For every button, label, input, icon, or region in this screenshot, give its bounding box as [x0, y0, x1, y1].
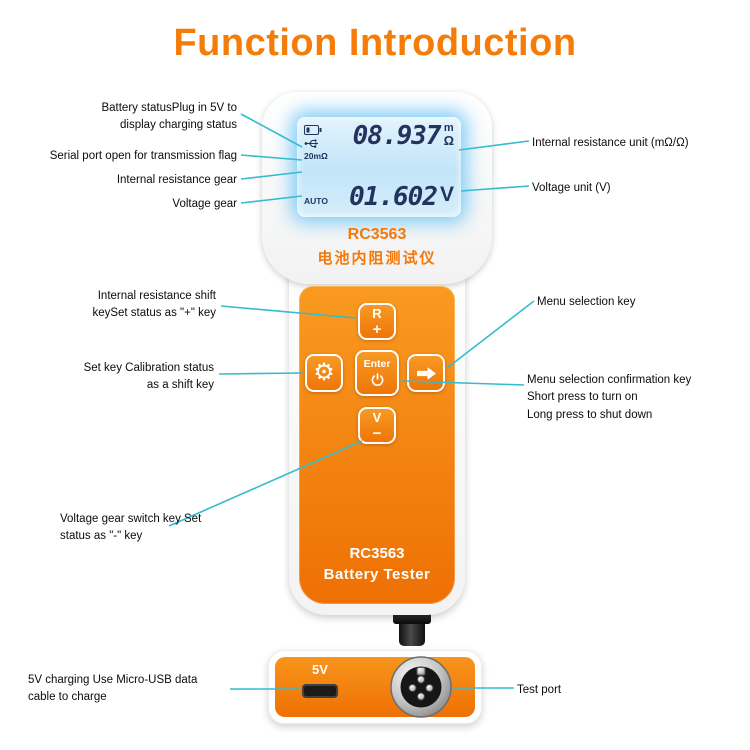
voltage-reading-row: 01.602 V — [336, 184, 454, 210]
callout-menu-confirmation-key: Menu selection confirmation key Short pr… — [527, 374, 692, 421]
page-title: Function Introduction — [173, 22, 577, 64]
auto-mode-label: AUTO — [304, 196, 328, 206]
brand-model: RC3563 — [349, 545, 405, 562]
enter-power-button: Enter — [355, 350, 399, 396]
set-gear-button: ⚙ — [305, 354, 343, 392]
voltage-value: 01.602 — [349, 182, 438, 212]
callout-voltage-unit: Voltage unit (V) — [532, 182, 611, 194]
power-icon — [371, 372, 383, 386]
gear-icon: ⚙ — [313, 359, 335, 386]
usb-icon — [304, 139, 318, 148]
callout-set-key: Set key Calibration status as a shift ke… — [83, 362, 214, 392]
r-plus-button: R + — [358, 303, 396, 340]
battery-icon — [304, 125, 322, 135]
callout-test-port: Test port — [517, 684, 562, 696]
resistance-value: 08.937 — [352, 121, 442, 151]
v-minus-button: V − — [358, 407, 396, 444]
menu-arrow-button — [407, 354, 445, 392]
resistance-reading-row: 08.937 m Ω — [336, 121, 454, 151]
callout-voltage-gear: Voltage gear — [172, 198, 237, 210]
device-name-chinese: 电池内阻测试仪 — [317, 250, 437, 267]
model-label: RC3563 — [347, 226, 407, 243]
right-arrow-icon — [416, 366, 436, 380]
callout-voltage-gear-switch-key: Voltage gear switch key Set status as "-… — [60, 513, 202, 543]
callout-resistance-unit: Internal resistance unit (mΩ/Ω) — [532, 137, 689, 149]
callout-resistance-shift-key: Internal resistance shift keySet status … — [92, 290, 216, 320]
lcd-status-column: 20mΩ AUTO — [303, 123, 333, 210]
lcd-display: 20mΩ AUTO 08.937 m Ω 01.602 V — [297, 117, 461, 217]
callout-serial-port-flag: Serial port open for transmission flag — [49, 150, 237, 162]
resistance-unit: m Ω — [443, 122, 454, 148]
test-port-connector — [390, 656, 452, 718]
micro-usb-port — [302, 684, 338, 698]
callout-5v-charging: 5V charging Use Micro-USB data cable to … — [28, 674, 198, 704]
brand-name: Battery Tester — [323, 566, 431, 583]
lcd-readings: 08.937 m Ω 01.602 V — [336, 121, 454, 211]
charge-voltage-label: 5V — [312, 662, 328, 677]
callout-internal-resistance-gear: Internal resistance gear — [116, 174, 237, 186]
resistance-range-label: 20mΩ — [304, 151, 328, 161]
callout-battery-status: Battery statusPlug in 5V to display char… — [101, 102, 237, 132]
voltage-unit: V — [439, 183, 454, 206]
callout-menu-selection-key: Menu selection key — [537, 296, 636, 308]
